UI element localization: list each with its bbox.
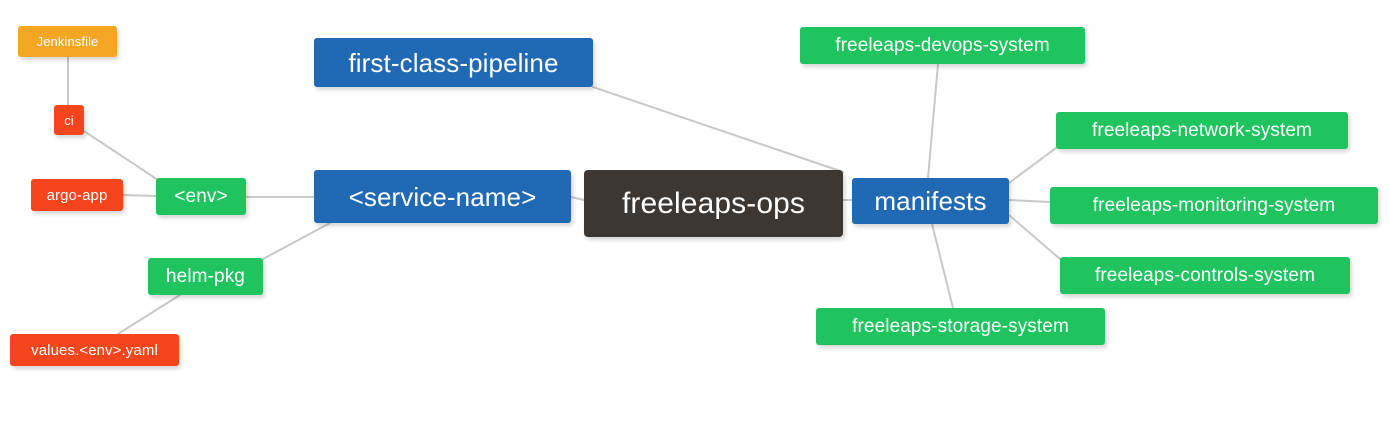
node-helm-pkg[interactable]: helm-pkg [148,258,263,295]
edge-freeleaps-storage-system-to-manifests [931,223,954,309]
node-freeleaps-ops[interactable]: freeleaps-ops [584,170,843,237]
node-label-freeleaps-devops-system: freeleaps-devops-system [835,35,1050,56]
node-env[interactable]: <env> [156,178,246,215]
node-label-freeleaps-monitoring-system: freeleaps-monitoring-system [1092,195,1336,216]
edge-ci-to-env [83,130,159,181]
node-label-first-class-pipeline: first-class-pipeline [348,47,559,78]
node-label-manifests: manifests [874,186,987,216]
node-label-freeleaps-ops: freeleaps-ops [621,186,806,220]
node-freeleaps-storage-system[interactable]: freeleaps-storage-system [816,308,1105,345]
edge-values-env-yaml-to-helm-pkg [117,294,181,335]
node-argo-app[interactable]: argo-app [31,179,123,211]
node-freeleaps-controls-system[interactable]: freeleaps-controls-system [1060,257,1350,294]
node-freeleaps-devops-system[interactable]: freeleaps-devops-system [800,27,1085,64]
edge-service-name-to-freeleaps-ops [570,196,585,201]
node-label-env: <env> [174,186,228,207]
node-label-ci: ci [64,112,74,128]
node-ci[interactable]: ci [54,105,84,135]
node-label-helm-pkg: helm-pkg [166,266,245,287]
node-service-name[interactable]: <service-name> [314,170,571,223]
edge-freeleaps-network-system-to-manifests [1008,147,1057,184]
node-values-env-yaml[interactable]: values.<env>.yaml [10,334,179,366]
node-label-freeleaps-network-system: freeleaps-network-system [1092,120,1312,141]
node-label-argo-app: argo-app [46,186,108,204]
edge-freeleaps-monitoring-system-to-manifests [1008,199,1051,203]
node-label-jenkinsfile: Jenkinsfile [36,34,99,49]
node-label-freeleaps-controls-system: freeleaps-controls-system [1094,265,1316,286]
node-label-freeleaps-storage-system: freeleaps-storage-system [852,316,1069,337]
edge-argo-app-to-env [122,194,157,197]
node-label-service-name: <service-name> [348,181,537,212]
edge-helm-pkg-to-service-name [262,222,331,260]
node-freeleaps-monitoring-system[interactable]: freeleaps-monitoring-system [1050,187,1378,224]
node-jenkinsfile[interactable]: Jenkinsfile [18,26,117,57]
node-freeleaps-network-system[interactable]: freeleaps-network-system [1056,112,1348,149]
node-label-values-env-yaml: values.<env>.yaml [31,341,158,359]
edge-freeleaps-devops-system-to-manifests [927,63,939,179]
node-first-class-pipeline[interactable]: first-class-pipeline [314,38,593,87]
edge-first-class-pipeline-to-freeleaps-ops [592,86,844,173]
node-manifests[interactable]: manifests [852,178,1009,224]
